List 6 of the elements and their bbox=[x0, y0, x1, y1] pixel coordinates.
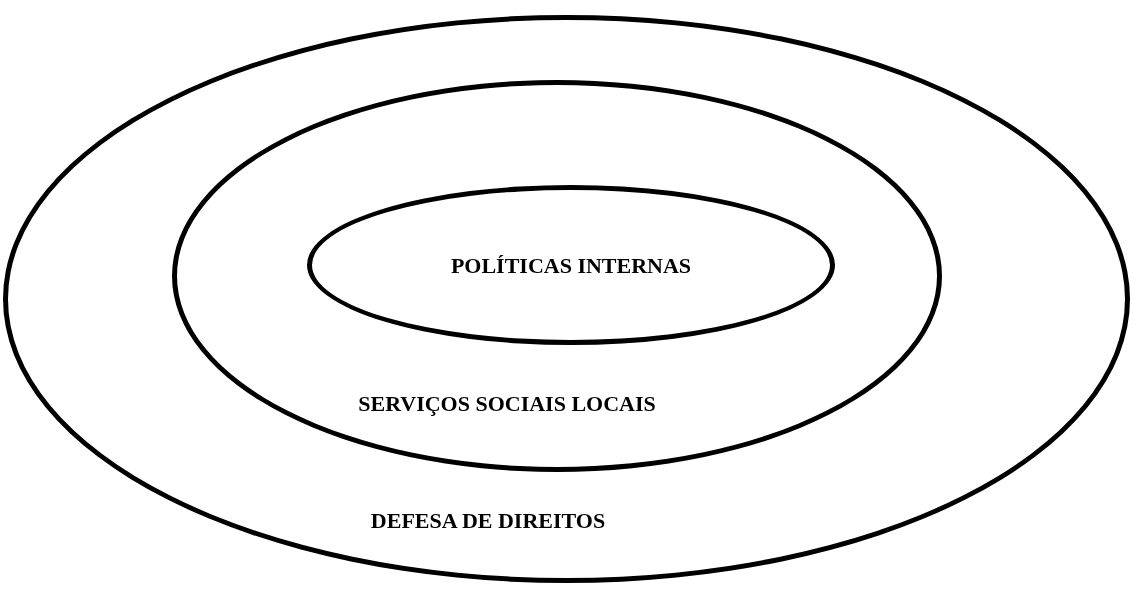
ellipse bbox=[172, 80, 942, 472]
ellipse bbox=[3, 15, 1130, 583]
ellipse-label: SERVIÇOS SOCIAIS LOCAIS bbox=[358, 390, 656, 418]
ellipse-label: POLÍTICAS INTERNAS bbox=[450, 251, 692, 280]
ellipse bbox=[307, 185, 835, 345]
ellipse-label: DEFESA DE DIREITOS bbox=[370, 507, 606, 535]
